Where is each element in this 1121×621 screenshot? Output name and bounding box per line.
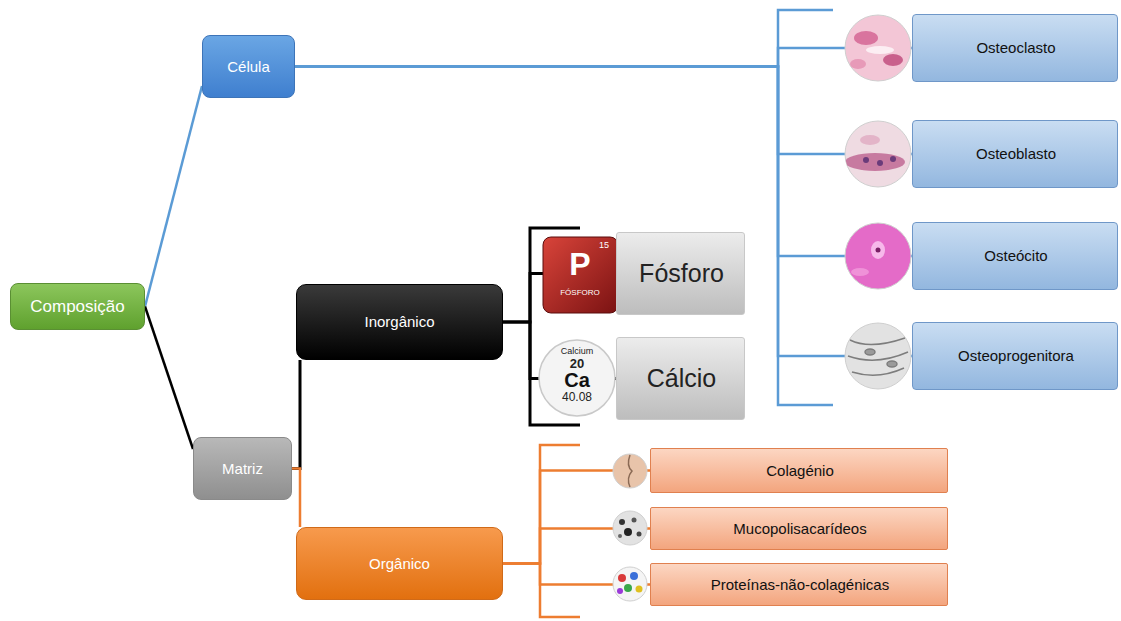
bracket (778, 10, 833, 405)
osteoblast-micrograph (845, 121, 911, 187)
node-label: Colagénio (766, 462, 834, 479)
node-label: Osteoclasto (976, 39, 1055, 56)
node-label: Célula (227, 58, 270, 75)
connector-line (292, 360, 300, 469)
atomic-number: 15 (599, 241, 609, 250)
mucopolysaccharide-icon (613, 511, 647, 545)
subcategory-box: Inorgânico (296, 284, 503, 360)
cell-type-box: Osteoprogenitora (912, 322, 1118, 390)
node-label: Inorgânico (364, 313, 434, 330)
subcategory-box: Orgânico (296, 527, 503, 600)
mineral-box: Fósforo (616, 232, 745, 315)
atomic-number: 20 (570, 357, 584, 370)
mineral-box: Cálcio (616, 337, 745, 420)
collagen-icon (613, 454, 647, 488)
node-label: Osteoprogenitora (958, 347, 1074, 364)
node-label: Orgânico (369, 555, 430, 572)
protein-icon (613, 567, 647, 601)
node-label: Proteínas-não-colagénicas (711, 576, 889, 593)
root-box: Composição (10, 283, 145, 330)
osteoprogenitor-micrograph (845, 323, 911, 389)
node-label: Fósforo (639, 259, 724, 288)
node-label: Osteócito (984, 247, 1047, 264)
component-box: Proteínas-não-colagénicas (650, 563, 948, 606)
bracket (540, 445, 580, 617)
connector-line (145, 86, 202, 307)
cell-type-box: Osteoblasto (912, 120, 1118, 188)
connector-line (145, 307, 193, 450)
element-tile (543, 237, 618, 313)
element-name: FÓSFORO (560, 289, 600, 297)
element-symbol: P (569, 248, 590, 280)
osteocyte-micrograph (845, 223, 911, 289)
connector-line (292, 469, 300, 528)
cell-type-box: Osteócito (912, 222, 1118, 290)
connector-line (503, 529, 650, 564)
element-name: Calcium (561, 347, 594, 356)
node-label: Mucopolisacarídeos (733, 520, 866, 537)
category-box: Matriz (193, 437, 292, 500)
node-label: Matriz (222, 460, 263, 477)
cell-type-box: Osteoclasto (912, 14, 1118, 82)
component-box: Colagénio (650, 448, 948, 493)
atomic-mass: 40.08 (562, 391, 592, 403)
osteoclast-micrograph (845, 15, 911, 81)
element-symbol: Ca (564, 370, 590, 390)
node-label: Cálcio (647, 364, 716, 393)
connector-line (295, 67, 912, 257)
node-label: Osteoblasto (976, 145, 1056, 162)
node-label: Composição (30, 297, 125, 317)
connector-line (295, 67, 912, 155)
category-box: Célula (202, 35, 295, 98)
element-disc (539, 340, 615, 416)
connector-line (295, 48, 912, 67)
component-box: Mucopolisacarídeos (650, 507, 948, 550)
